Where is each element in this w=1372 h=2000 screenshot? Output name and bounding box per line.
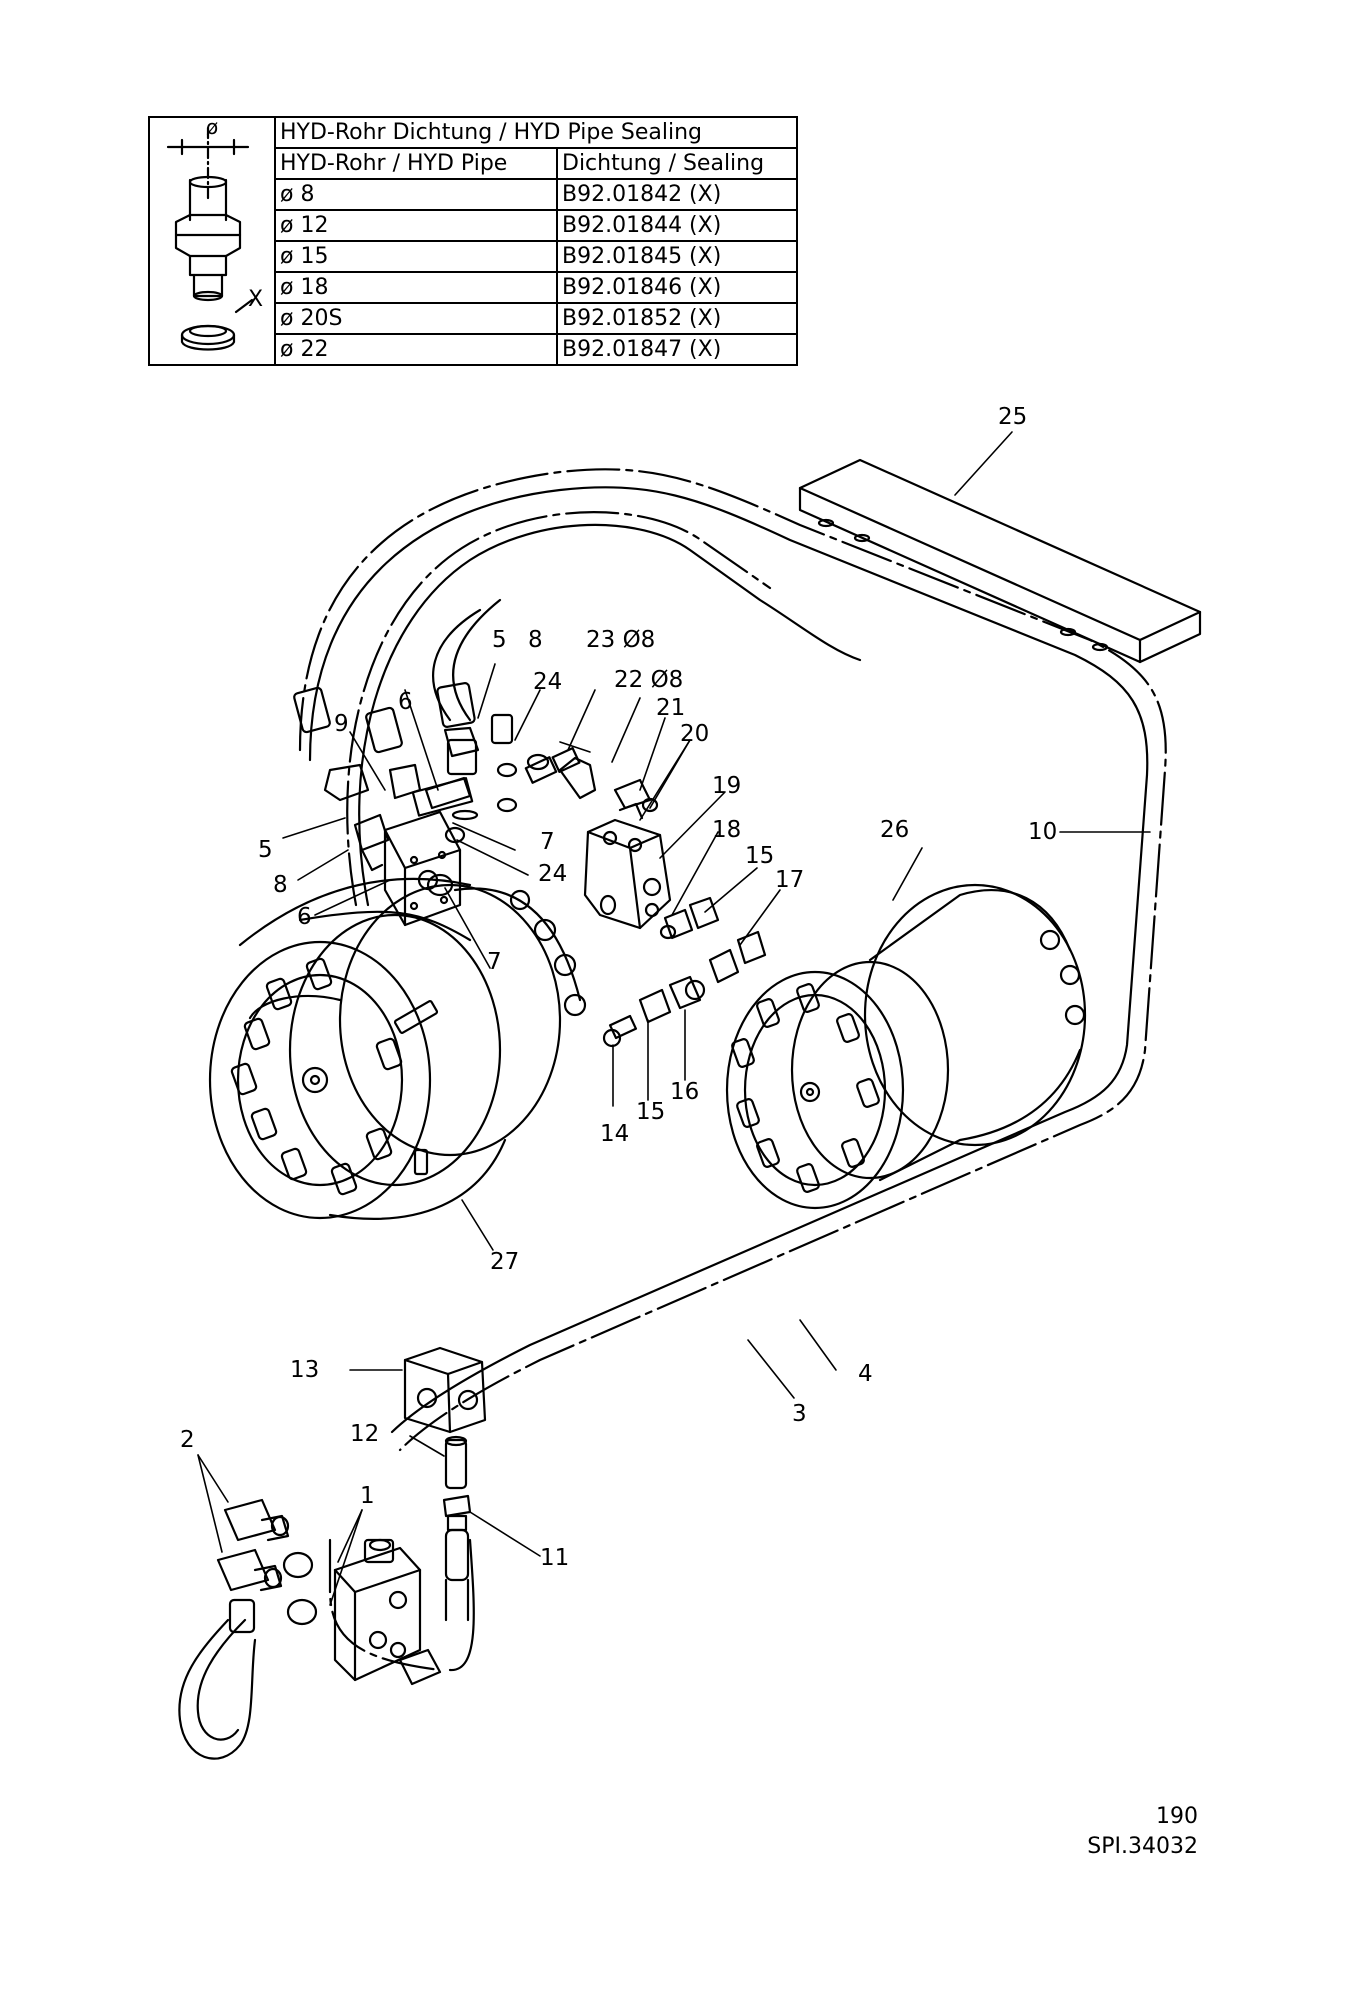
callout-24-lower: 24 <box>538 861 568 887</box>
callout-6-left: 6 <box>297 904 312 930</box>
callout-21: 21 <box>656 695 686 721</box>
pipe-cell: ø 12 <box>274 209 558 242</box>
fittings-14-18 <box>602 896 767 1048</box>
sealing-cell: B92.01846 (X) <box>556 271 798 304</box>
callout-4: 4 <box>858 1361 873 1387</box>
callout-5-left: 5 <box>258 837 273 863</box>
callout-15-right: 15 <box>745 843 775 869</box>
page-number: 190 <box>1156 1804 1198 1829</box>
sealing-cell: B92.01845 (X) <box>556 240 798 273</box>
callout-12: 12 <box>350 1421 380 1447</box>
col-header-pipe: HYD-Rohr / HYD Pipe <box>274 147 558 180</box>
sealing-cell: B92.01844 (X) <box>556 209 798 242</box>
lower-valve-block <box>178 1498 442 1760</box>
fitting-11 <box>442 1494 472 1622</box>
table-title: HYD-Rohr Dichtung / HYD Pipe Sealing <box>274 116 798 149</box>
callout-9: 9 <box>334 711 349 737</box>
sealing-cell: B92.01842 (X) <box>556 178 798 211</box>
callout-3: 3 <box>792 1401 807 1427</box>
table-title-row: ø X HYD-Rohr Dichtung / HYD Pipe Sealing <box>148 115 798 366</box>
callout-26: 26 <box>880 817 910 843</box>
wheel-motor-26 <box>725 883 1087 1210</box>
callout-10: 10 <box>1028 819 1058 845</box>
drawing-code: SPI.34032 <box>1087 1834 1198 1859</box>
pipe-cell: ø 15 <box>274 240 558 273</box>
callout-24-upper: 24 <box>533 669 563 695</box>
callout-5-upper: 5 <box>492 627 507 653</box>
table-row: ø 8 B92.01842 (X) <box>149 178 798 211</box>
callout-8-upper: 8 <box>528 627 543 653</box>
table-row: ø 18 B92.01846 (X) <box>149 271 798 304</box>
callout-8-left: 8 <box>273 872 288 898</box>
callout-22: 22 Ø8 <box>614 667 684 693</box>
pipe-cell: ø 18 <box>274 271 558 304</box>
sealing-cell: B92.01847 (X) <box>556 333 798 366</box>
pipe-cell: ø 20S <box>274 302 558 335</box>
callout-7-upper: 7 <box>540 829 555 855</box>
hose-fittings-upper <box>293 682 550 844</box>
diameter-symbol: ø <box>206 115 219 139</box>
callout-6-upper: 6 <box>398 689 413 715</box>
table-row: ø 15 B92.01845 (X) <box>149 240 798 273</box>
callout-18: 18 <box>712 817 742 843</box>
callout-15-lower: 15 <box>636 1099 666 1125</box>
callout-16: 16 <box>670 1079 700 1105</box>
pipe-cell: ø 22 <box>274 333 558 366</box>
flange-block-6 <box>353 810 462 927</box>
sealing-picture-cell: ø X <box>148 115 276 366</box>
sealing-table: ø X HYD-Rohr Dichtung / HYD Pipe Sealing… <box>148 115 798 366</box>
callout-2: 2 <box>180 1427 195 1453</box>
block-13 <box>403 1346 487 1434</box>
callout-13: 13 <box>290 1357 320 1383</box>
callout-7-lower: 7 <box>487 949 502 975</box>
table-header-row: HYD-Rohr / HYD Pipe Dichtung / Sealing <box>149 147 798 180</box>
callout-25: 25 <box>998 404 1028 430</box>
x-label: X <box>248 287 264 312</box>
pipe-lines <box>298 468 1167 1672</box>
valve-block-19 <box>524 747 672 930</box>
table-row: ø 22 B92.01847 (X) <box>149 333 798 366</box>
callout-14: 14 <box>600 1121 630 1147</box>
bracket-25 <box>798 458 1202 664</box>
callout-20: 20 <box>680 721 710 747</box>
sealing-cell: B92.01852 (X) <box>556 302 798 335</box>
callout-27: 27 <box>490 1249 520 1275</box>
wheel-motor-27 <box>208 877 587 1220</box>
callout-23: 23 Ø8 <box>586 627 656 653</box>
pipe-cell: ø 8 <box>274 178 558 211</box>
callout-11: 11 <box>540 1545 570 1571</box>
callout-19: 19 <box>712 773 742 799</box>
callout-17: 17 <box>775 867 805 893</box>
col-header-sealing: Dichtung / Sealing <box>556 147 798 180</box>
table-row: ø 20S B92.01852 (X) <box>149 302 798 335</box>
pin-12 <box>444 1435 468 1490</box>
leader-lines <box>197 431 1151 1606</box>
callout-1: 1 <box>360 1483 375 1509</box>
table-row: ø 12 B92.01844 (X) <box>149 209 798 242</box>
